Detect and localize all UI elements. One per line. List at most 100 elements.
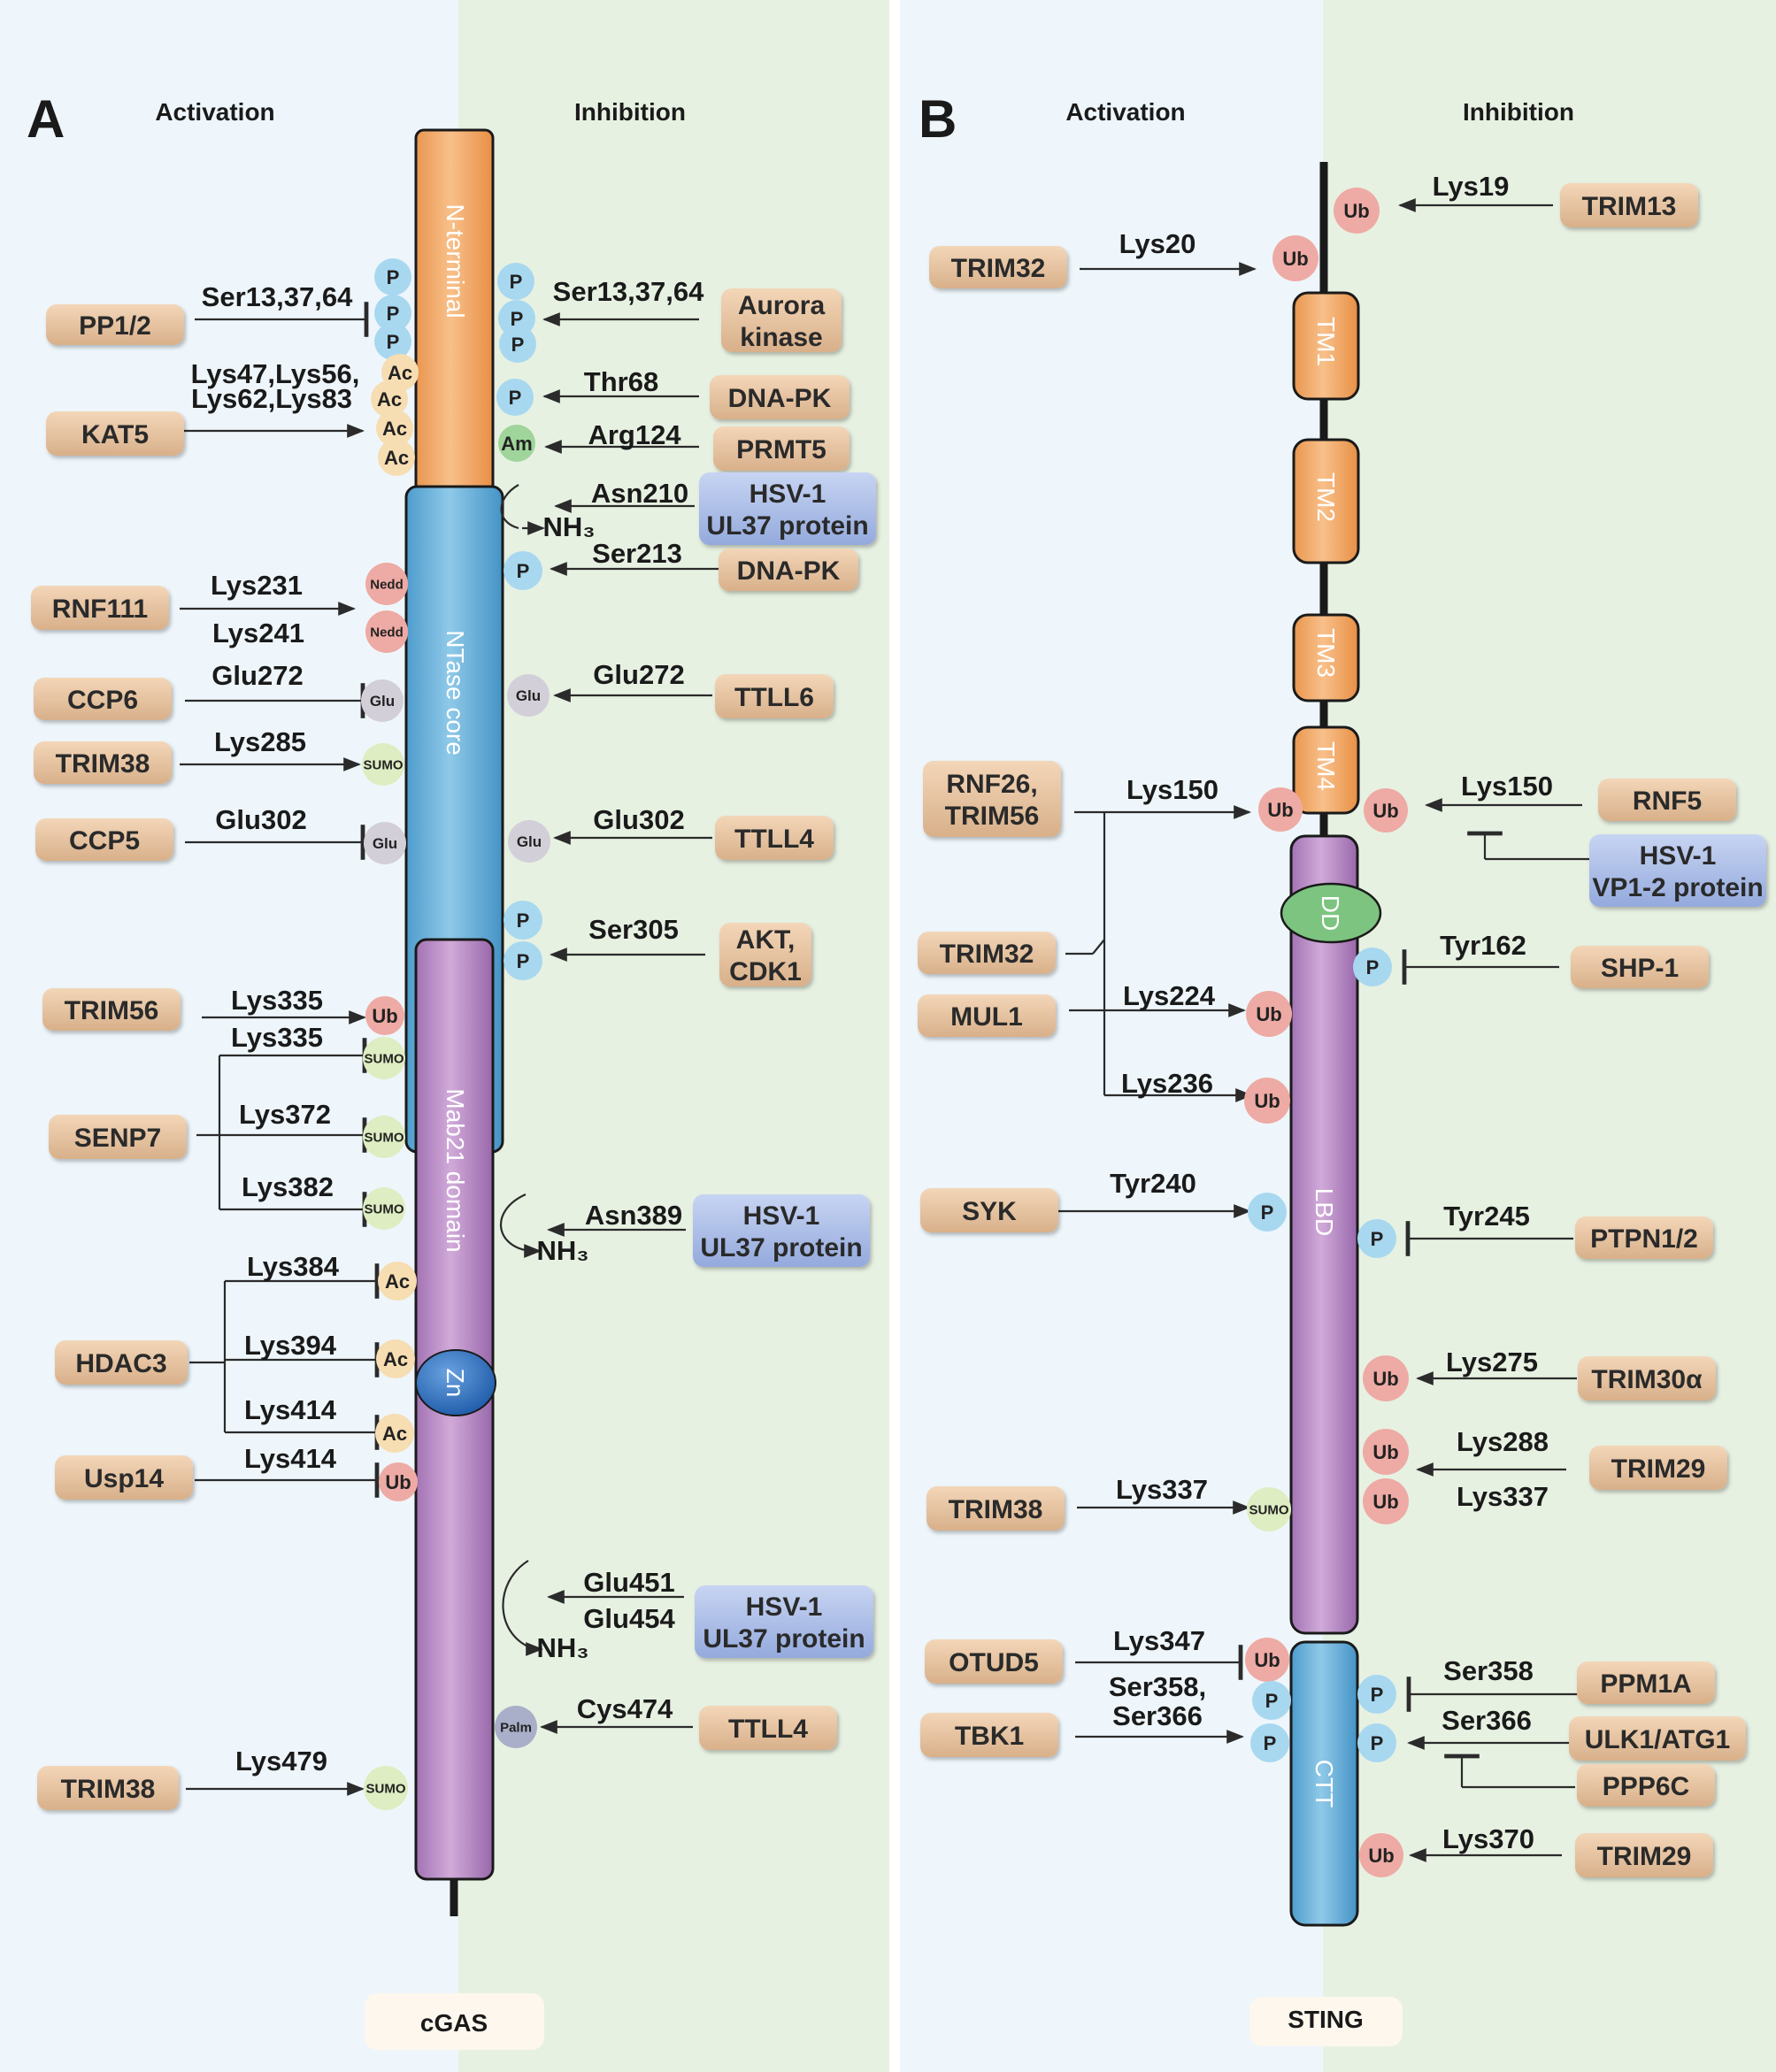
site-label-lys241: Lys241 — [212, 618, 304, 648]
site-label-tyr240: Tyr240 — [1110, 1168, 1196, 1199]
domain-label-tm3: TM3 — [1312, 628, 1340, 678]
ubiquitin-label: Ub — [1343, 200, 1369, 222]
regulator-box-bg — [695, 1585, 873, 1658]
regulator-box-bg — [1589, 1446, 1727, 1490]
ubiquitin-label: Ub — [1372, 1441, 1398, 1463]
regulator-ppp6c: PPP6C — [1577, 1764, 1715, 1807]
regulator-name: SHP-1 — [1601, 954, 1679, 983]
site-label-lys394: Lys394 — [244, 1330, 337, 1361]
ubiquitin-circle — [1258, 787, 1303, 832]
site-labels: Ser13,37,64Lys47,Lys56,Lys62,Lys83Lys231… — [191, 171, 1553, 1854]
panel-label-a: A — [27, 89, 65, 149]
regulator-box-bg — [918, 932, 1056, 974]
regulator-box-bg — [1571, 946, 1709, 988]
site-label-glu302: Glu302 — [215, 804, 306, 835]
acetyl-mark: Ac — [378, 1262, 417, 1301]
phospho-circle — [374, 295, 411, 332]
phospho-mark: P — [1357, 1219, 1396, 1258]
palmitoyl-label: Palm — [500, 1720, 532, 1735]
regulator-trim13: TRIM13 — [1560, 183, 1698, 227]
neddyl-mark: Nedd — [365, 610, 408, 653]
neddyl-circle — [365, 610, 408, 653]
acetyl-label: Ac — [383, 1348, 408, 1370]
glutamyl-mark: Glu — [364, 822, 406, 864]
regulator-name: KAT5 — [81, 420, 149, 449]
connector-lines-a — [180, 302, 719, 1796]
ubiquitin-circle — [1363, 1478, 1409, 1524]
regulator-name: VP1-2 protein — [1592, 873, 1763, 902]
sumo-label: SUMO — [365, 1201, 404, 1216]
regulator-trim29: TRIM29 — [1575, 1833, 1713, 1877]
regulator-hdac3: HDAC3 — [55, 1340, 188, 1385]
zinc-ion-icon — [415, 1349, 496, 1416]
phospho-circle — [374, 258, 411, 295]
ubiquitin-circle — [1334, 188, 1380, 234]
phospho-circle — [1248, 1193, 1287, 1232]
site-label-nh: NH₃ — [542, 511, 595, 542]
sumo-mark: SUMO — [364, 1766, 408, 1810]
regulator-box-bg — [715, 816, 834, 860]
phospho-circle — [1357, 1219, 1396, 1258]
regulator-name: SENP7 — [74, 1124, 161, 1153]
panel-label-b: B — [919, 89, 957, 149]
acetyl-label: Ac — [382, 418, 407, 440]
phospho-label: P — [1366, 956, 1380, 978]
regulator-ttll4: TTLL4 — [715, 816, 834, 860]
regulator-name: TRIM32 — [940, 940, 1034, 969]
phospho-label: P — [510, 271, 523, 293]
domain-label-ntase-core: NTase core — [442, 630, 469, 756]
regulator-trim38: TRIM38 — [926, 1486, 1065, 1531]
regulator-name: ULK1/ATG1 — [1585, 1725, 1730, 1754]
site-label-tyr162: Tyr162 — [1440, 930, 1526, 961]
phospho-label: P — [1371, 1732, 1384, 1754]
sumo-circle — [364, 1766, 408, 1810]
header-inhibition-a: Inhibition — [574, 98, 686, 126]
regulator-trim29: TRIM29 — [1589, 1446, 1727, 1490]
regulator-box-bg — [1575, 1216, 1713, 1259]
site-label-glu302: Glu302 — [593, 804, 684, 835]
site-label-lys337: Lys337 — [1116, 1474, 1208, 1505]
regulator-name: HSV-1 — [743, 1201, 820, 1231]
regulator-name: AKT, — [736, 925, 796, 955]
regulator-box-bg — [699, 1706, 837, 1750]
regulator-box-bg — [926, 1486, 1065, 1531]
neddyl-label: Nedd — [370, 625, 404, 640]
regulator-name: MUL1 — [950, 1002, 1023, 1032]
regulator-name: TRIM13 — [1582, 192, 1677, 221]
regulator-senp7: SENP7 — [49, 1115, 187, 1159]
ubiquitin-mark: Ub — [1359, 1833, 1403, 1877]
phospho-label: P — [517, 909, 530, 932]
regulator-name: PPM1A — [1600, 1669, 1691, 1699]
domain-label-ctt: CTT — [1311, 1760, 1338, 1807]
regulator-box-bg — [719, 923, 811, 986]
ubiquitin-mark: Ub — [1258, 787, 1303, 832]
regulator-box-bg — [1598, 779, 1736, 821]
regulator-ccp6: CCP6 — [34, 678, 172, 720]
regulator-box-bg — [46, 304, 184, 345]
ubiquitin-circle — [379, 1462, 418, 1501]
bg-inhibition-b — [1323, 0, 1776, 2072]
regulator-box-bg — [34, 741, 172, 784]
connector-lines-b — [1057, 198, 1593, 1862]
sumo-label: SUMO — [1249, 1502, 1289, 1517]
sting-dd-domain — [1280, 882, 1382, 944]
site-label-lys150: Lys150 — [1126, 774, 1219, 805]
phospho-label: P — [387, 266, 400, 288]
regulator-name: CCP6 — [67, 686, 138, 715]
ubiquitin-circle — [365, 996, 404, 1035]
phospho-mark: P — [1357, 1675, 1396, 1714]
regulator-name: UL37 protein — [700, 1233, 862, 1262]
regulator-trim38: TRIM38 — [34, 741, 172, 784]
phospho-mark: P — [1248, 1193, 1287, 1232]
regulator-rnf26-trim56: RNF26,TRIM56 — [923, 761, 1061, 837]
ubiquitin-mark: Ub — [1272, 235, 1319, 281]
ubiquitin-mark: Ub — [1364, 788, 1408, 833]
site-label-lys335: Lys335 — [231, 1022, 323, 1053]
phospho-circle — [1353, 948, 1392, 986]
neddyl-label: Nedd — [370, 577, 404, 592]
phospho-circle — [497, 263, 534, 300]
domain-label-tm2: TM2 — [1312, 472, 1340, 522]
ubiquitin-label: Ub — [1372, 1491, 1398, 1513]
